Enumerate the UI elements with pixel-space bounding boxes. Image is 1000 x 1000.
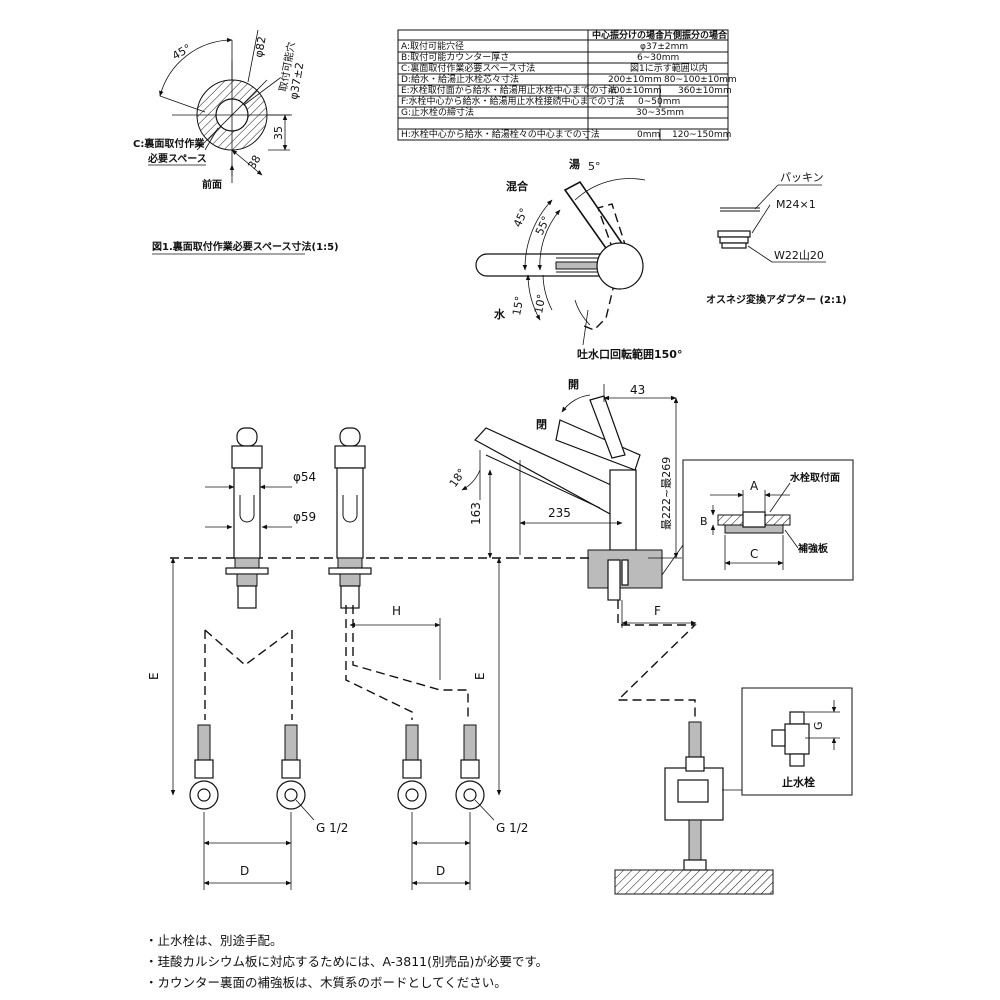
stop-valve-1 xyxy=(189,724,219,810)
adapter-caption: オスネジ変換アダプター (2:1) xyxy=(706,293,847,306)
table-header-center: 中心振分けの場合 xyxy=(592,29,665,41)
side-dim-163: 163 xyxy=(469,502,483,525)
detail-b-label: B xyxy=(700,515,708,528)
adapter-w22: W22山20 xyxy=(774,249,824,262)
side-f-label: F xyxy=(654,604,661,618)
fig1-mounting-space: 45° φ82 取付可能穴 φ37±2 35 38 C:裏面取付作業 必要スペー… xyxy=(133,29,339,255)
side-open-label: 開 xyxy=(568,378,579,391)
table-row-e-value-side: 360±10mm xyxy=(678,86,732,96)
top-angle-15: 15° xyxy=(510,295,526,316)
fig1-dim-38: 38 xyxy=(245,153,263,172)
top-water-label: 水 xyxy=(494,307,506,321)
detail-a-label: A xyxy=(750,479,759,493)
front-d-right: D xyxy=(436,864,445,878)
table-row-c-label: C:裏面取付作業必要スペース寸法 xyxy=(401,62,535,74)
front-view: φ54 φ59 H E E xyxy=(147,427,528,890)
side-dim-43: 43 xyxy=(630,383,645,397)
top-hot-angle: 5° xyxy=(588,160,601,173)
front-d-left: D xyxy=(240,864,249,878)
table-row-a-label: A:取付可能穴径 xyxy=(401,40,464,52)
spec-table: 中心振分けの場合 片側振分の場合 A:取付可能穴径 φ37±2mm B:取付可能… xyxy=(397,29,737,141)
front-g-left: G 1/2 xyxy=(316,821,348,835)
table-row-d-label: D:給水・給湯止水栓芯々寸法 xyxy=(401,73,519,85)
fig1-caption: 図1.裏面取付作業必要スペース寸法(1:5) xyxy=(152,240,339,253)
side-close-label: 閉 xyxy=(536,418,547,431)
table-row-e-label: E:水栓取付面から給水・給湯用止水栓中心までの寸法 xyxy=(401,84,617,96)
table-row-e-value-center: 400±10mm xyxy=(608,86,662,96)
front-e-right: E xyxy=(473,672,487,680)
front-e-left: E xyxy=(147,672,161,680)
top-hot-label: 湯 xyxy=(569,157,580,171)
side-angle-18: 18° xyxy=(447,466,469,489)
note-1: ・止水栓は、別途手配。 xyxy=(145,933,283,948)
stop-valve-3 xyxy=(397,724,427,810)
table-row-g-value: 30~35mm xyxy=(636,108,684,118)
fig1-dia-outer: φ82 xyxy=(252,35,268,58)
table-row-c-value: 図1に示す範囲以内 xyxy=(630,62,708,74)
table-row-h-label: H:水栓中心から給水・給湯栓々の中心までの寸法 xyxy=(401,128,600,140)
detail-board-label: 補強板 xyxy=(797,542,829,555)
detail-g-label: G xyxy=(812,721,825,730)
top-angle-55: 55° xyxy=(533,214,553,237)
table-row-d-value-side: 80~100±10mm xyxy=(664,75,737,85)
stop-valve-2 xyxy=(276,724,306,810)
table-row-b-value: 6~30mm xyxy=(637,53,679,63)
fig1-angle-label: 45° xyxy=(170,42,193,63)
stop-valve-4 xyxy=(455,724,485,810)
adapter-packing: パッキン xyxy=(780,171,824,184)
detail-mounting-face: A B C 水栓取付面 補強板 xyxy=(661,459,854,581)
fig1-dia-hole: φ37±2 xyxy=(287,61,306,100)
table-row-a-value: φ37±2mm xyxy=(640,42,688,52)
table-header-side: 片側振分の場合 xyxy=(664,29,728,41)
detail-valve-label: 止水栓 xyxy=(782,775,815,789)
top-angle-10: 10° xyxy=(532,293,548,314)
note-2: ・珪酸カルシウム板に対応するためには、A-3811(別売品)が必要です。 xyxy=(145,954,549,969)
front-dia-54: φ54 xyxy=(293,470,316,484)
fig1-front-label: 前面 xyxy=(202,178,222,191)
adapter-detail: パッキン M24×1 W22山20 オスネジ変換アダプター (2:1) xyxy=(706,171,847,306)
fig1-space-label-2: 必要スペース xyxy=(147,152,207,165)
front-g-right: G 1/2 xyxy=(496,821,528,835)
notes-list: ・止水栓は、別途手配。 ・珪酸カルシウム板に対応するためには、A-3811(別売… xyxy=(145,930,548,993)
detail-c-label: C xyxy=(750,547,758,561)
side-dim-222-269: 最222~最269 xyxy=(660,457,673,530)
top-spout-rotation: 吐水口回転範囲150° xyxy=(577,347,682,361)
side-dim-235: 235 xyxy=(548,506,571,520)
table-row-h-value-side: 120~150mm xyxy=(672,130,731,140)
detail-mount-face-label: 水栓取付面 xyxy=(789,471,840,484)
table-row-d-value-center: 200±10mm xyxy=(608,75,662,85)
top-mix-label: 混合 xyxy=(506,179,529,193)
table-row-f-label: F:水栓中心から給水・給湯用止水栓接続中心までの寸法 xyxy=(401,95,625,107)
note-3: ・カウンター裏面の補強板は、木質系のボードとしてください。 xyxy=(145,975,507,990)
front-dia-59: φ59 xyxy=(293,510,316,524)
fig1-dim-35: 35 xyxy=(272,126,285,140)
table-row-g-label: G:止水栓の締寸法 xyxy=(401,106,474,118)
top-angle-45: 45° xyxy=(511,206,531,229)
table-row-b-label: B:取付可能カウンター厚さ xyxy=(401,51,509,63)
adapter-m24: M24×1 xyxy=(776,198,816,211)
detail-stop-valve: G 止水栓 xyxy=(741,687,853,796)
table-row-f-value: 0~50mm xyxy=(638,97,680,107)
side-view: 開 閉 43 18° 163 235 最222~最269 F xyxy=(447,378,774,895)
table-row-h-value-center: 0mm xyxy=(637,130,660,140)
front-h-label: H xyxy=(392,604,401,618)
top-view-handle-range: 湯 5° 混合 45° 55° 水 15° 10° 吐水口回転範囲150° xyxy=(475,157,682,361)
fig1-space-label-1: C:裏面取付作業 xyxy=(133,137,205,150)
